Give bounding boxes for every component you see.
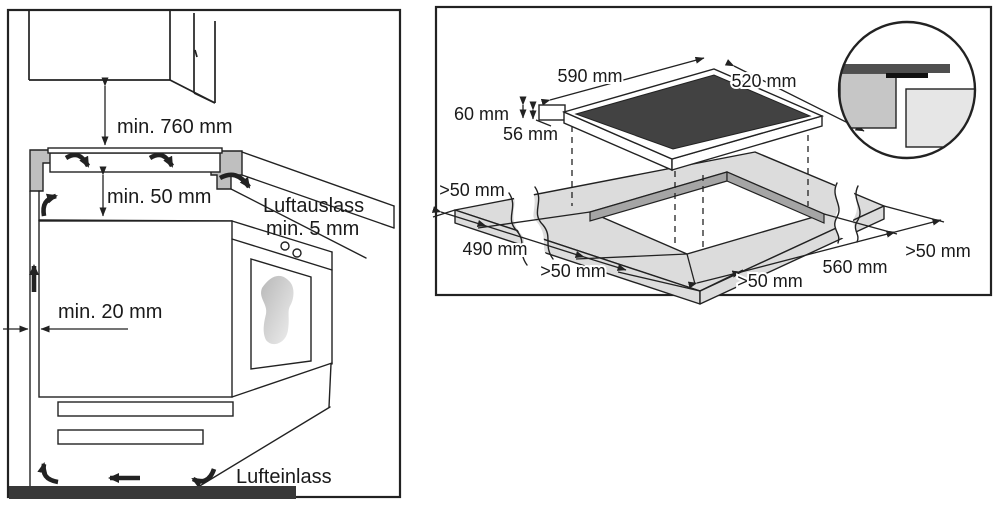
- air-outlet-label: Luftauslass: [263, 195, 364, 217]
- airflow-arrow-outlet: [218, 172, 251, 189]
- air-inlet-label: Lufteinlass: [236, 466, 332, 488]
- air-inlet-zone: Lufteinlass: [9, 264, 332, 499]
- dimension-50: min. 50 mm: [99, 166, 211, 217]
- hob-depth-label: 520 mm: [731, 71, 796, 91]
- oven-knob: [280, 241, 290, 251]
- hob-edge-tab: [538, 104, 566, 121]
- clearance-front-left-label: >50 mm: [540, 261, 606, 281]
- dimension-760: min. 760 mm: [101, 77, 233, 146]
- inset-worktop-block: [839, 72, 897, 129]
- oven: [38, 220, 333, 488]
- dim-20-label: min. 20 mm: [58, 301, 162, 323]
- oven-knob: [292, 248, 302, 258]
- clearance-left-label: >50 mm: [439, 180, 505, 200]
- cutout-dimensions: >50 mm 490 mm >50 mm >50 mm 560 mm >50 m…: [431, 178, 973, 293]
- worktop-cross-section: [29, 147, 395, 259]
- edge-detail-inset: [837, 20, 977, 160]
- right-panel-cutout-diagram: 590 mm 520 mm 60 mm 56 mm >50 mm 49: [431, 5, 993, 305]
- cabinet-door-handle: [194, 49, 198, 58]
- oven-door-window: [250, 258, 312, 370]
- projection-lines: [571, 124, 809, 250]
- airflow-arrow-hob-right: [148, 152, 175, 168]
- inset-circle-frame: [837, 20, 977, 160]
- inset-glass-bar: [839, 64, 950, 73]
- airflow-arrow-corner: [37, 462, 59, 485]
- worktop-slab: [454, 151, 885, 305]
- left-panel-ventilation-diagram: min. 760 mm min. 50 mm Luftauslass min. …: [3, 8, 402, 499]
- oven-side-panel: [38, 220, 233, 398]
- airflow-arrow-hob-left: [64, 152, 91, 168]
- dim-760-label: min. 760 mm: [117, 116, 233, 138]
- cutout-width-label: 560 mm: [822, 257, 887, 277]
- clearance-right-label: >50 mm: [905, 241, 971, 261]
- hob-glass-edge: [47, 147, 223, 154]
- cutout-wall-back-right: [726, 171, 825, 224]
- airflow-arrow-riser: [41, 193, 58, 217]
- inset-cabinet-block: [905, 88, 975, 148]
- hob-height-below-label: 56 mm: [503, 124, 558, 144]
- dimension-20: min. 20 mm: [3, 301, 162, 333]
- dim-5-label: min. 5 mm: [266, 218, 359, 240]
- cutout-depth-label: 490 mm: [462, 239, 527, 259]
- hob-dimensions: 590 mm 520 mm 60 mm 56 mm: [452, 56, 865, 146]
- airflow-arrow-inlet: [191, 468, 217, 488]
- hob-width-label: 590 mm: [557, 66, 622, 86]
- hob-height-total-label: 60 mm: [454, 104, 509, 124]
- oven-drawer-upper: [57, 401, 234, 417]
- floor-bar: [9, 486, 296, 499]
- dim-50-label: min. 50 mm: [107, 186, 211, 208]
- oven-window-reflection: [261, 275, 294, 345]
- oven-drawer-lower: [57, 429, 204, 445]
- inset-seal-strip: [886, 73, 928, 78]
- clearance-front-right-label: >50 mm: [737, 271, 803, 291]
- wall-cabinet: [28, 11, 216, 104]
- break-gap-right: [834, 175, 857, 244]
